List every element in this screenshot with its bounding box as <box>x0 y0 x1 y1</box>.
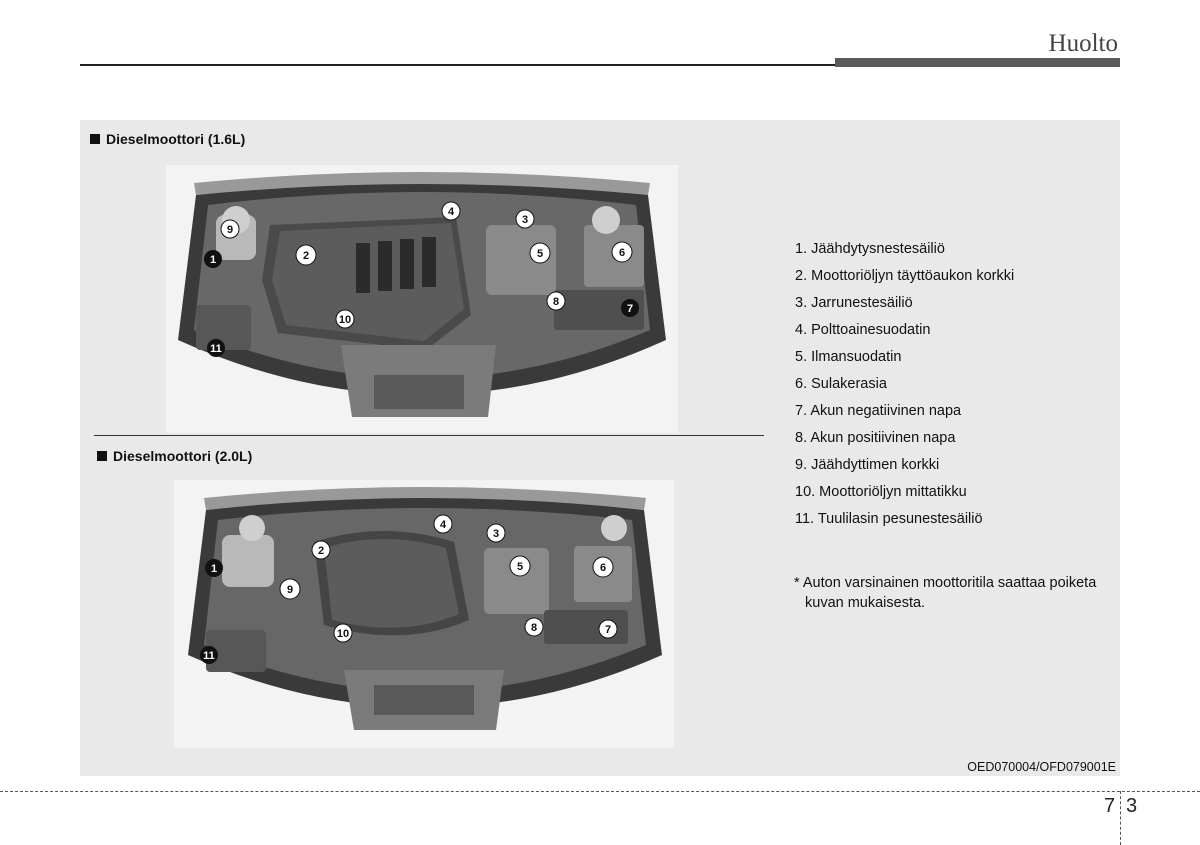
callout-2: 2 <box>318 545 324 557</box>
page-number: 3 <box>1126 795 1138 817</box>
legend-item: 11. Tuulilasin pesunestesäiliö <box>795 511 983 527</box>
footnote: * Auton varsinainen moottoritila saattaa… <box>794 575 1097 611</box>
callout-8: 8 <box>553 296 559 308</box>
callout-1: 1 <box>210 254 216 266</box>
legend-item: 2. Moottoriöljyn täyttöaukon korkki <box>795 268 1015 284</box>
callout-10: 10 <box>337 628 349 640</box>
callout-10: 10 <box>339 314 351 326</box>
legend-item: 7. Akun negatiivinen napa <box>795 403 962 419</box>
legend-item: 1. Jäähdytysnestesäiliö <box>795 241 945 257</box>
section-label-16: Dieselmoottori (1.6L) <box>106 131 246 147</box>
callout-1: 1 <box>211 563 217 575</box>
parts-legend: 1. Jäähdytysnestesäiliö 2. Moottoriöljyn… <box>795 236 1115 533</box>
legend-item: 5. Ilmansuodatin <box>795 349 902 365</box>
figure-panel: Dieselmoottori (1.6L) 1 2 3 <box>80 120 1120 776</box>
page-header-title: Huolto <box>1048 30 1118 57</box>
section-divider <box>94 435 764 436</box>
callout-7: 7 <box>627 303 633 315</box>
legend-item: 8. Akun positiivinen napa <box>795 430 956 446</box>
callout-5: 5 <box>537 248 543 260</box>
legend-item: 3. Jarrunestesäiliö <box>795 295 913 311</box>
bullet-square-icon <box>97 451 107 461</box>
callout-4: 4 <box>448 206 455 218</box>
footer-dashed-divider <box>1120 791 1121 845</box>
footer-dashed-rule <box>0 791 1200 792</box>
section-heading-16: Dieselmoottori (1.6L) <box>90 131 245 147</box>
image-code: OED070004/OFD079001E <box>967 760 1116 774</box>
section-label-20: Dieselmoottori (2.0L) <box>113 448 253 464</box>
engine-illustration-20: 1 2 3 4 5 6 7 8 9 10 11 <box>174 480 674 748</box>
engine-illustration-16: 1 2 3 4 5 6 7 8 9 10 11 <box>166 165 678 433</box>
bullet-square-icon <box>90 134 100 144</box>
header-rule-accent <box>835 58 1120 67</box>
legend-item: 6. Sulakerasia <box>795 376 887 392</box>
legend-item: 10. Moottoriöljyn mittatikku <box>795 484 967 500</box>
callout-4: 4 <box>440 519 447 531</box>
callout-5: 5 <box>517 561 523 573</box>
header-rule <box>80 64 835 66</box>
callout-9: 9 <box>287 584 293 596</box>
callout-6: 6 <box>619 247 625 259</box>
callout-9: 9 <box>227 224 233 236</box>
callout-7: 7 <box>605 624 611 636</box>
callout-2: 2 <box>303 250 309 262</box>
callout-8: 8 <box>531 622 537 634</box>
callout-6: 6 <box>600 562 606 574</box>
callout-3: 3 <box>493 528 499 540</box>
section-heading-20: Dieselmoottori (2.0L) <box>97 448 252 464</box>
legend-item: 9. Jäähdyttimen korkki <box>795 457 940 473</box>
callout-3: 3 <box>522 214 528 226</box>
callout-11: 11 <box>210 343 222 355</box>
legend-item: 4. Polttoainesuodatin <box>795 322 931 338</box>
chapter-number: 7 <box>1104 795 1116 817</box>
callout-11: 11 <box>203 650 215 662</box>
